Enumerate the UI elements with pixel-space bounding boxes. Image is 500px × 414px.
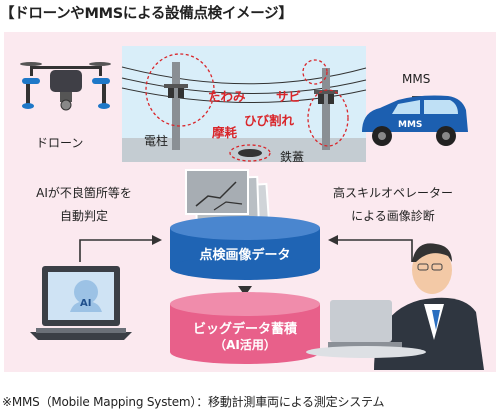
drone-label: ドローン [36, 136, 84, 150]
crack-label: ひび割れ [244, 113, 295, 128]
big-data-cylinder [170, 292, 320, 364]
ai-description: AIが不良箇所等を 自動判定 [24, 184, 144, 224]
operator-description-line2: による画像診断 [351, 209, 435, 223]
operator-icon [306, 243, 484, 370]
page-title: 【ドローンやMMSによる設備点検イメージ】 [0, 6, 293, 22]
ai-laptop-icon [30, 266, 132, 340]
utility-pole-left [164, 62, 188, 150]
arrow-down-icon [238, 286, 252, 296]
mms-car-icon [362, 95, 468, 146]
power-lines [121, 66, 367, 103]
operator-description-line1: 高スキルオペレーター [332, 186, 453, 200]
operator-description: 高スキルオペレーター による画像診断 [318, 184, 468, 224]
arrow-from-ai [79, 235, 162, 262]
pole-label: 電柱 [144, 134, 169, 148]
defect-markers [145, 53, 349, 162]
manhole-cover [238, 149, 262, 157]
rust-label: サビ [276, 89, 302, 104]
manhole-label: 鉄蓋 [280, 150, 305, 164]
inspection-data-cylinder [170, 216, 320, 280]
footnote: ※MMS（Mobile Mapping System）：移動計測車両による測定シ… [2, 395, 385, 409]
inspection-data-label: 点検画像データ [199, 248, 291, 263]
mms-label: MMS [402, 72, 431, 86]
arrow-from-operator [328, 235, 413, 262]
utility-pole-right [314, 68, 338, 150]
ai-description-line1: AIが不良箇所等を [36, 186, 132, 200]
mms-car-text: MMS [398, 120, 423, 130]
big-data-sublabel: （AI活用） [214, 338, 276, 352]
wear-label: 摩耗 [212, 125, 238, 140]
drone-icon [20, 62, 111, 111]
ai-description-line2: 自動判定 [59, 209, 108, 223]
ai-badge: AI [80, 298, 92, 309]
big-data-label: ビッグデータ蓄積 [192, 322, 297, 337]
sag-label: たわみ [208, 89, 246, 104]
